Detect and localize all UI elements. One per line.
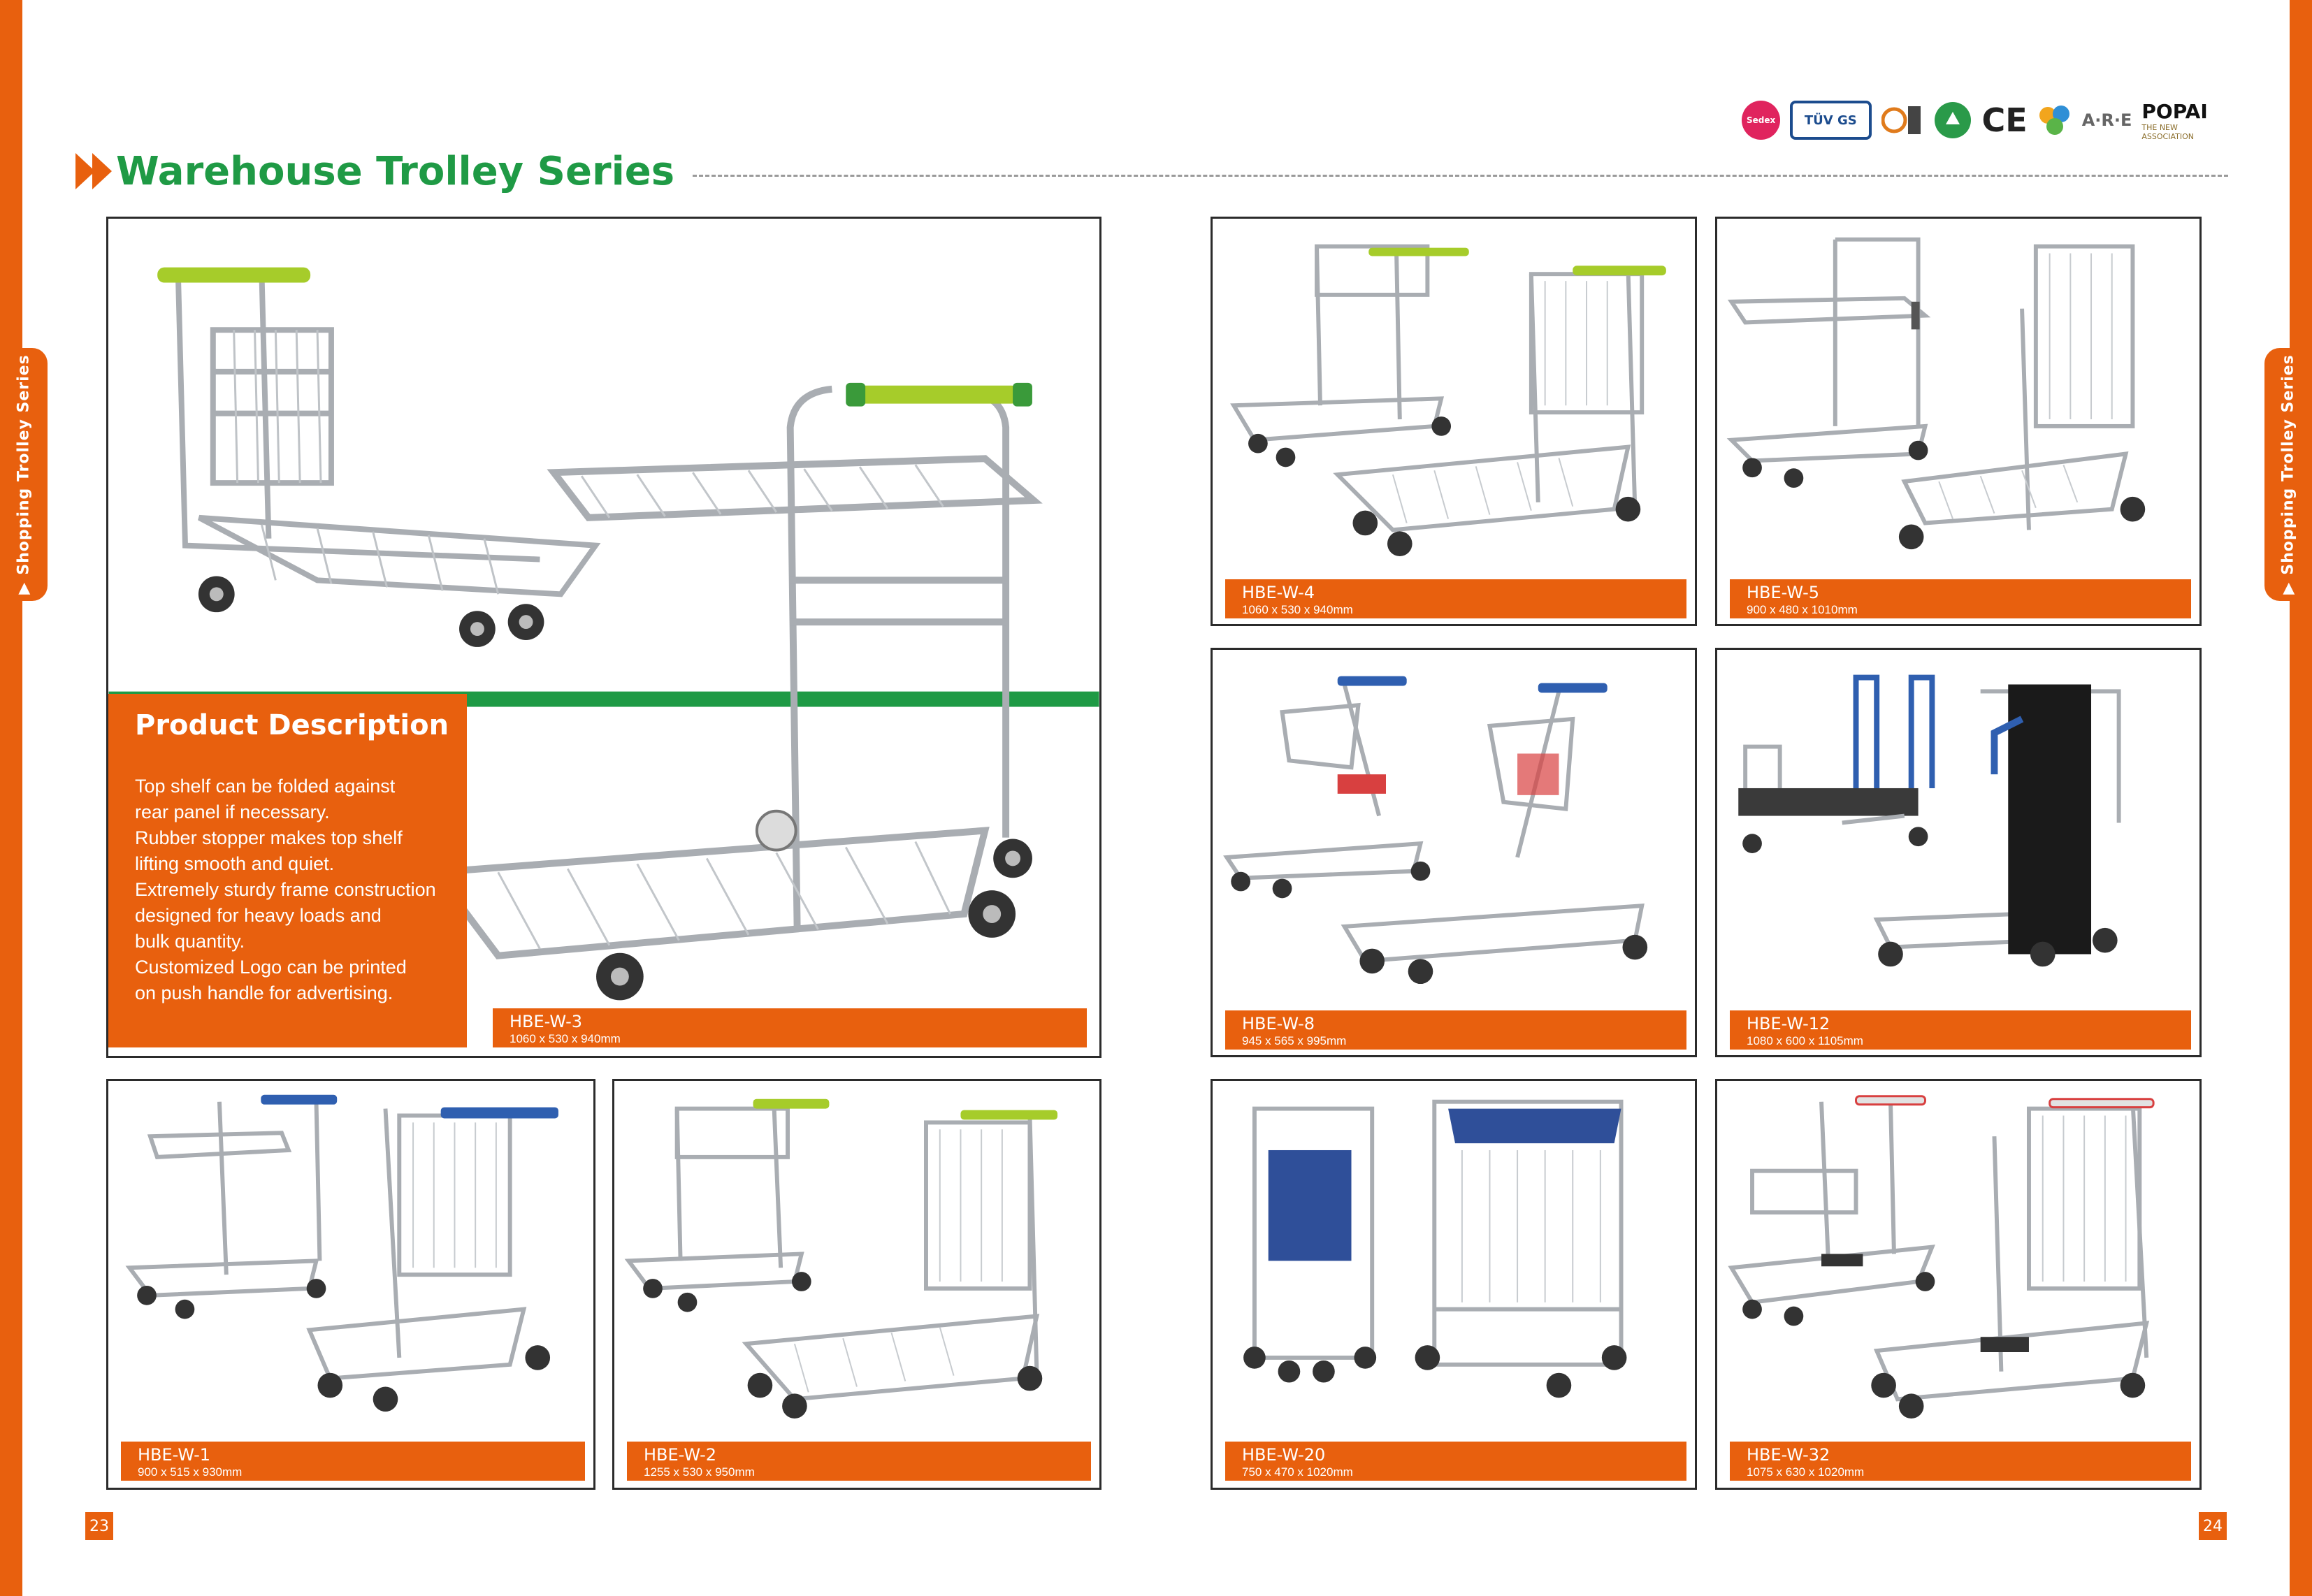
product-code: HBE-W-5 [1747,583,1820,602]
recycle-seal-icon [1933,101,1972,140]
product-card-hbe-w-20[interactable]: HBE-W-20 750 x 470 x 1020mm [1211,1079,1697,1490]
product-code: HBE-W-32 [1747,1445,1830,1465]
product-card-hbe-w-12[interactable]: HBE-W-12 1080 x 600 x 1105mm [1715,648,2202,1057]
dashed-divider [693,174,2228,177]
product-dimensions: 1075 x 630 x 1020mm [1747,1465,1865,1479]
description-line: designed for heavy loads and [135,905,382,926]
product-label-bar: HBE-W-5 900 x 480 x 1010mm [1730,579,2191,618]
product-card-hbe-w-2[interactable]: HBE-W-2 1255 x 530 x 950mm [612,1079,1101,1490]
trolley-photo [1726,237,2146,550]
product-card-hbe-w-5[interactable]: HBE-W-5 900 x 480 x 1010mm [1715,217,2202,626]
are-leaf-icon [2037,101,2072,140]
page-number-right: 24 [2199,1512,2227,1540]
product-card-hbe-w-3[interactable]: Product Description Top shelf can be fol… [106,217,1101,1058]
product-code: HBE-W-1 [138,1445,211,1465]
description-line: on push handle for advertising. [135,982,393,1003]
product-label-bar: HBE-W-2 1255 x 530 x 950mm [627,1442,1091,1481]
product-code: HBE-W-3 [510,1012,583,1031]
product-code: HBE-W-12 [1747,1014,1830,1033]
product-code: HBE-W-4 [1242,583,1315,602]
certification-logos: Sedex TÜV GS CE A·R·E POPAI THE NEW ASSO… [1742,98,2231,143]
page-number-left: 23 [85,1512,113,1540]
popai-name: POPAI [2141,99,2208,123]
triangle-arrow-icon: ▶ [2279,581,2297,595]
description-line: Rubber stopper makes top shelf [135,827,403,848]
quality-seal-icon [1881,101,1923,140]
side-tab-left-label: Shopping Trolley Series [15,354,33,575]
product-dimensions: 1060 x 530 x 940mm [1242,602,1353,616]
triangle-arrow-icon: ▶ [15,581,33,595]
trolley-photo [1223,676,1648,985]
product-dimensions: 900 x 480 x 1010mm [1747,602,1858,616]
popai-subtitle: THE NEW ASSOCIATION [2141,122,2194,141]
product-code: HBE-W-8 [1242,1014,1315,1033]
trolley-photo [624,1098,1058,1419]
double-chevron-icon [75,153,112,189]
product-label-bar: HBE-W-20 750 x 470 x 1020mm [1225,1442,1686,1481]
product-label-bar: HBE-W-4 1060 x 530 x 940mm [1225,579,1686,618]
section-header: Warehouse Trolley Series [75,140,2228,203]
trolley-photo [1738,674,2121,967]
tuv-gs-logo: TÜV GS [1790,101,1872,140]
product-label-bar: HBE-W-12 1080 x 600 x 1105mm [1730,1010,2191,1050]
trolley-photo [125,1094,558,1412]
product-card-hbe-w-32[interactable]: HBE-W-32 1075 x 630 x 1020mm [1715,1079,2202,1490]
product-dimensions: 1255 x 530 x 950mm [644,1465,755,1479]
description-line: rear panel if necessary. [135,801,330,822]
product-dimensions: 945 x 565 x 995mm [1242,1033,1347,1047]
product-dimensions: 1060 x 530 x 940mm [510,1031,621,1045]
popai-logo: POPAI THE NEW ASSOCIATION [2141,100,2231,141]
product-dimensions: 900 x 515 x 930mm [138,1465,243,1479]
left-page-edge [0,0,22,1596]
product-card-hbe-w-1[interactable]: HBE-W-1 900 x 515 x 930mm [106,1079,595,1490]
description-line: Customized Logo can be printed [135,957,407,978]
trolley-photo [1230,244,1666,557]
description-line: Extremely sturdy frame construction [135,879,436,900]
ce-mark-logo: CE [1981,101,2028,139]
are-logo-text: A·R·E [2081,110,2132,130]
side-tab-right[interactable]: ▶ Shopping Trolley Series [2264,348,2312,601]
product-dimensions: 1080 x 600 x 1105mm [1747,1033,1863,1047]
product-card-hbe-w-8[interactable]: HBE-W-8 945 x 565 x 995mm [1211,648,1697,1057]
description-title: Product Description [135,709,449,741]
product-label-bar: HBE-W-3 1060 x 530 x 940mm [493,1008,1087,1047]
product-code: HBE-W-20 [1242,1445,1326,1465]
product-label-bar: HBE-W-32 1075 x 630 x 1020mm [1730,1442,2191,1481]
product-dimensions: 750 x 470 x 1020mm [1242,1465,1353,1479]
trolley-photo [1243,1099,1627,1398]
sedex-logo: Sedex [1742,101,1781,140]
page-title: Warehouse Trolley Series [116,148,675,194]
description-line: bulk quantity. [135,931,245,952]
product-label-bar: HBE-W-1 900 x 515 x 930mm [121,1442,585,1481]
description-line: Top shelf can be folded against [135,776,396,797]
product-code: HBE-W-2 [644,1445,717,1465]
product-card-hbe-w-4[interactable]: HBE-W-4 1060 x 530 x 940mm [1211,217,1697,626]
side-tab-right-label: Shopping Trolley Series [2279,354,2297,575]
side-tab-left[interactable]: ▶ Shopping Trolley Series [0,348,48,601]
product-description-box: Product Description Top shelf can be fol… [108,694,467,1047]
right-page-edge [2290,0,2312,1596]
description-line: lifting smooth and quiet. [135,853,335,874]
product-label-bar: HBE-W-8 945 x 565 x 995mm [1225,1010,1686,1050]
trolley-photo [1728,1095,2155,1419]
